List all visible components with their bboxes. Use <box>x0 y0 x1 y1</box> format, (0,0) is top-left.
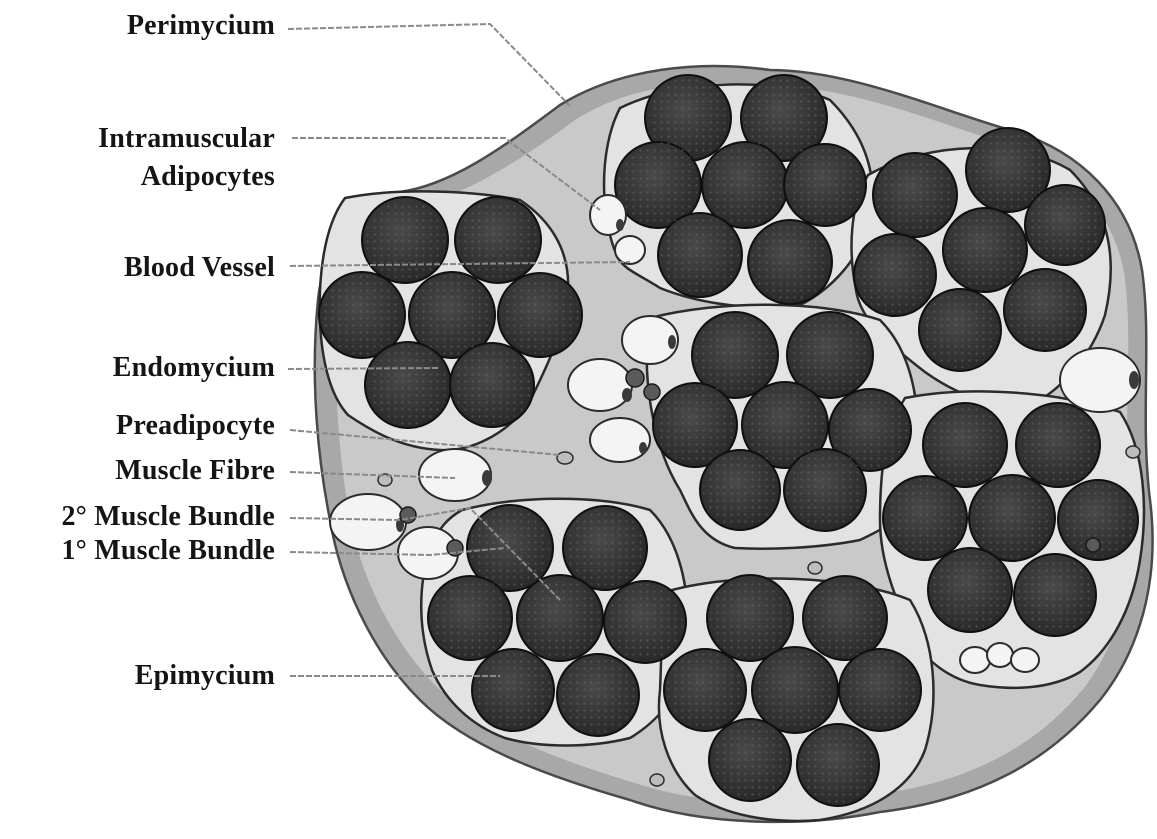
preadipocyte <box>650 774 664 786</box>
label-epimycium: Epimycium <box>135 661 275 691</box>
label-muscle-fibre: Muscle Fibre <box>115 456 275 486</box>
adipocyte <box>419 449 491 501</box>
label-intramuscular: Intramuscular <box>98 124 275 154</box>
adipocyte <box>330 494 406 550</box>
adipocyte <box>1011 648 1039 672</box>
leader-perimycium <box>288 24 570 106</box>
label-primary-muscle-bundle: 1° Muscle Bundle <box>61 536 275 566</box>
blood-vessel <box>626 369 644 387</box>
adipocyte <box>615 236 645 264</box>
preadipocyte <box>557 452 573 464</box>
label-secondary-muscle-bundle: 2° Muscle Bundle <box>61 502 275 532</box>
adipocyte <box>960 647 990 673</box>
label-preadipocyte: Preadipocyte <box>116 411 275 441</box>
adipocyte <box>590 418 650 462</box>
leader-endomycium <box>288 368 440 369</box>
label-blood-vessel: Blood Vessel <box>124 253 275 283</box>
blood-vessel <box>1086 538 1100 552</box>
adipocyte <box>568 359 632 411</box>
blood-vessel <box>644 384 660 400</box>
label-endomycium: Endomycium <box>113 353 275 383</box>
adipocyte <box>987 643 1013 667</box>
label-adipocytes: Adipocytes <box>141 162 275 192</box>
adipocyte <box>1060 348 1140 412</box>
preadipocyte <box>1126 446 1140 458</box>
preadipocyte <box>808 562 822 574</box>
label-perimycium: Perimycium <box>127 11 275 41</box>
